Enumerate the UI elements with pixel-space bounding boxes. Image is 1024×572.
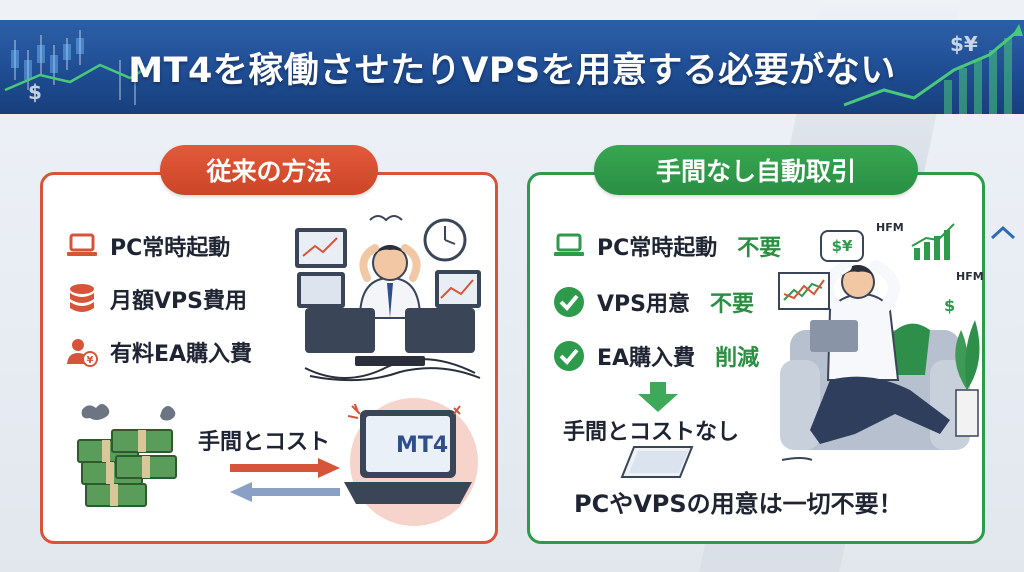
chart-deco-right: [843, 24, 1023, 114]
page-title: MT4を稼働させたりVPSを用意する必要がない: [128, 50, 896, 91]
right-item-label: EA購入費: [597, 346, 696, 371]
check-circle-icon: [553, 340, 585, 372]
mt4-screen-label: MT4: [396, 433, 449, 458]
dollar-sign-left: $: [28, 80, 42, 104]
svg-text:¥: ¥: [87, 355, 94, 366]
person-yen-icon: ¥: [66, 336, 98, 368]
tablet-icon: [620, 446, 694, 478]
exchange-arrows-icon: [230, 458, 340, 502]
no-cost-label: 手間とコストなし: [563, 420, 740, 445]
currency-speech-bubble: $¥: [820, 230, 864, 262]
hfm-label-top: HFM: [876, 221, 904, 234]
database-icon: [66, 283, 98, 315]
chart-deco-left: [4, 30, 161, 105]
right-item-ea: EA購入費 削減: [553, 340, 759, 372]
laptop-icon: [66, 230, 98, 262]
hfm-label-side: HFM: [956, 270, 984, 283]
left-item-label: 月額VPS費用: [110, 289, 247, 314]
cost-label: 手間とコスト: [198, 430, 331, 455]
chevron-up-icon: [990, 225, 1016, 240]
dollar-sign-right: $: [944, 296, 956, 315]
growth-bars-icon: [911, 223, 955, 260]
automatic-trading-heading: 手間なし自動取引: [594, 145, 918, 195]
mt4-laptop-icon: [344, 404, 472, 504]
right-item-pc: PC常時起動 不要: [553, 230, 781, 262]
money-stack-illustration: [77, 404, 177, 507]
check-circle-icon: [553, 286, 585, 318]
bubble-currency-text: $¥: [831, 237, 853, 255]
line-chart-icon: [778, 272, 830, 310]
right-item-label: PC常時起動: [597, 236, 718, 261]
right-item-status: 削減: [715, 346, 760, 371]
relaxed-man-illustration: [780, 260, 980, 461]
laptop-icon: [553, 230, 585, 262]
right-item-vps: VPS用意 不要: [553, 286, 754, 318]
down-arrow-icon: [638, 382, 678, 412]
stressed-worker-illustration: [295, 215, 481, 382]
left-item-label: PC常時起動: [110, 236, 231, 261]
left-item-vps: 月額VPS費用: [66, 283, 247, 315]
title-banner: $ $¥ MT4を稼働させたりVPSを用意する必要がない: [0, 20, 1024, 114]
right-item-status: 不要: [710, 292, 755, 317]
left-item-label: 有料EA購入費: [110, 342, 253, 367]
right-item-label: VPS用意: [597, 292, 690, 317]
bottom-message: PCやVPSの用意は一切不要！: [574, 490, 903, 518]
left-item-ea: ¥ 有料EA購入費: [66, 336, 252, 368]
left-item-pc: PC常時起動: [66, 230, 230, 262]
right-item-status: 不要: [737, 236, 782, 261]
traditional-method-heading: 従来の方法: [160, 145, 378, 195]
currency-signs-right: $¥: [950, 32, 978, 56]
